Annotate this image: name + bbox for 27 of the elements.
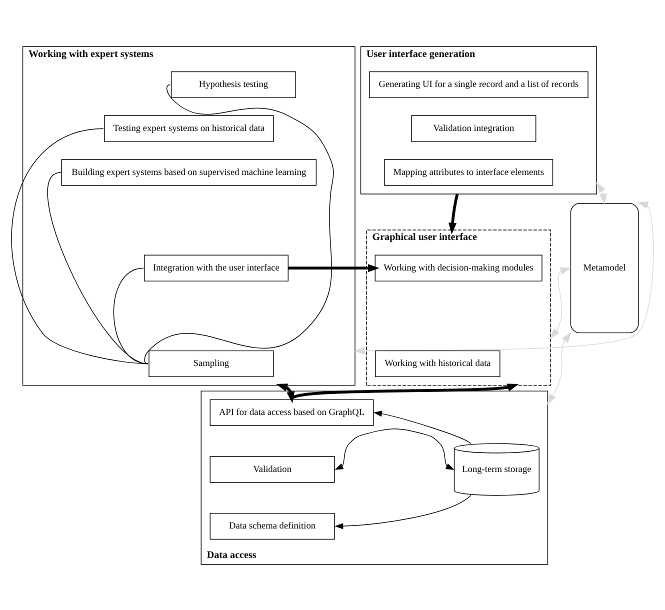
node-box: Hypothesis testing bbox=[170, 70, 296, 98]
node-box: Testing expert systems on historical data bbox=[104, 114, 274, 142]
connector bbox=[113, 267, 148, 364]
arrow bbox=[288, 264, 380, 272]
node-box: Validation bbox=[210, 456, 335, 482]
node-box: Data schema definition bbox=[210, 512, 335, 540]
arrow bbox=[334, 428, 455, 470]
node-box: API for data access based on GraphQL bbox=[210, 398, 374, 426]
node-box: Validation integration bbox=[411, 114, 536, 142]
arrow bbox=[334, 494, 472, 529]
connector bbox=[48, 172, 148, 364]
arrow bbox=[373, 410, 472, 444]
arrow bbox=[596, 182, 608, 204]
arrow bbox=[354, 200, 654, 354]
node-box: Working with decision-making modules bbox=[374, 254, 542, 281]
connector bbox=[11, 128, 148, 364]
arrow bbox=[448, 193, 459, 234]
node-box: Integration with the user interface bbox=[144, 254, 288, 281]
node-box: Metamodel bbox=[570, 202, 639, 333]
arrow bbox=[290, 383, 519, 400]
arrow bbox=[550, 266, 572, 338]
node-box: Mapping attributes to interface elements bbox=[384, 158, 554, 186]
node-box: Generating UI for a single record and a list of records bbox=[369, 70, 588, 98]
arrow bbox=[547, 331, 572, 404]
node-box: Working with historical data bbox=[375, 350, 500, 377]
node-box: Sampling bbox=[148, 350, 274, 377]
node-box: Building expert systems based on supervised machine learning bbox=[61, 158, 317, 186]
